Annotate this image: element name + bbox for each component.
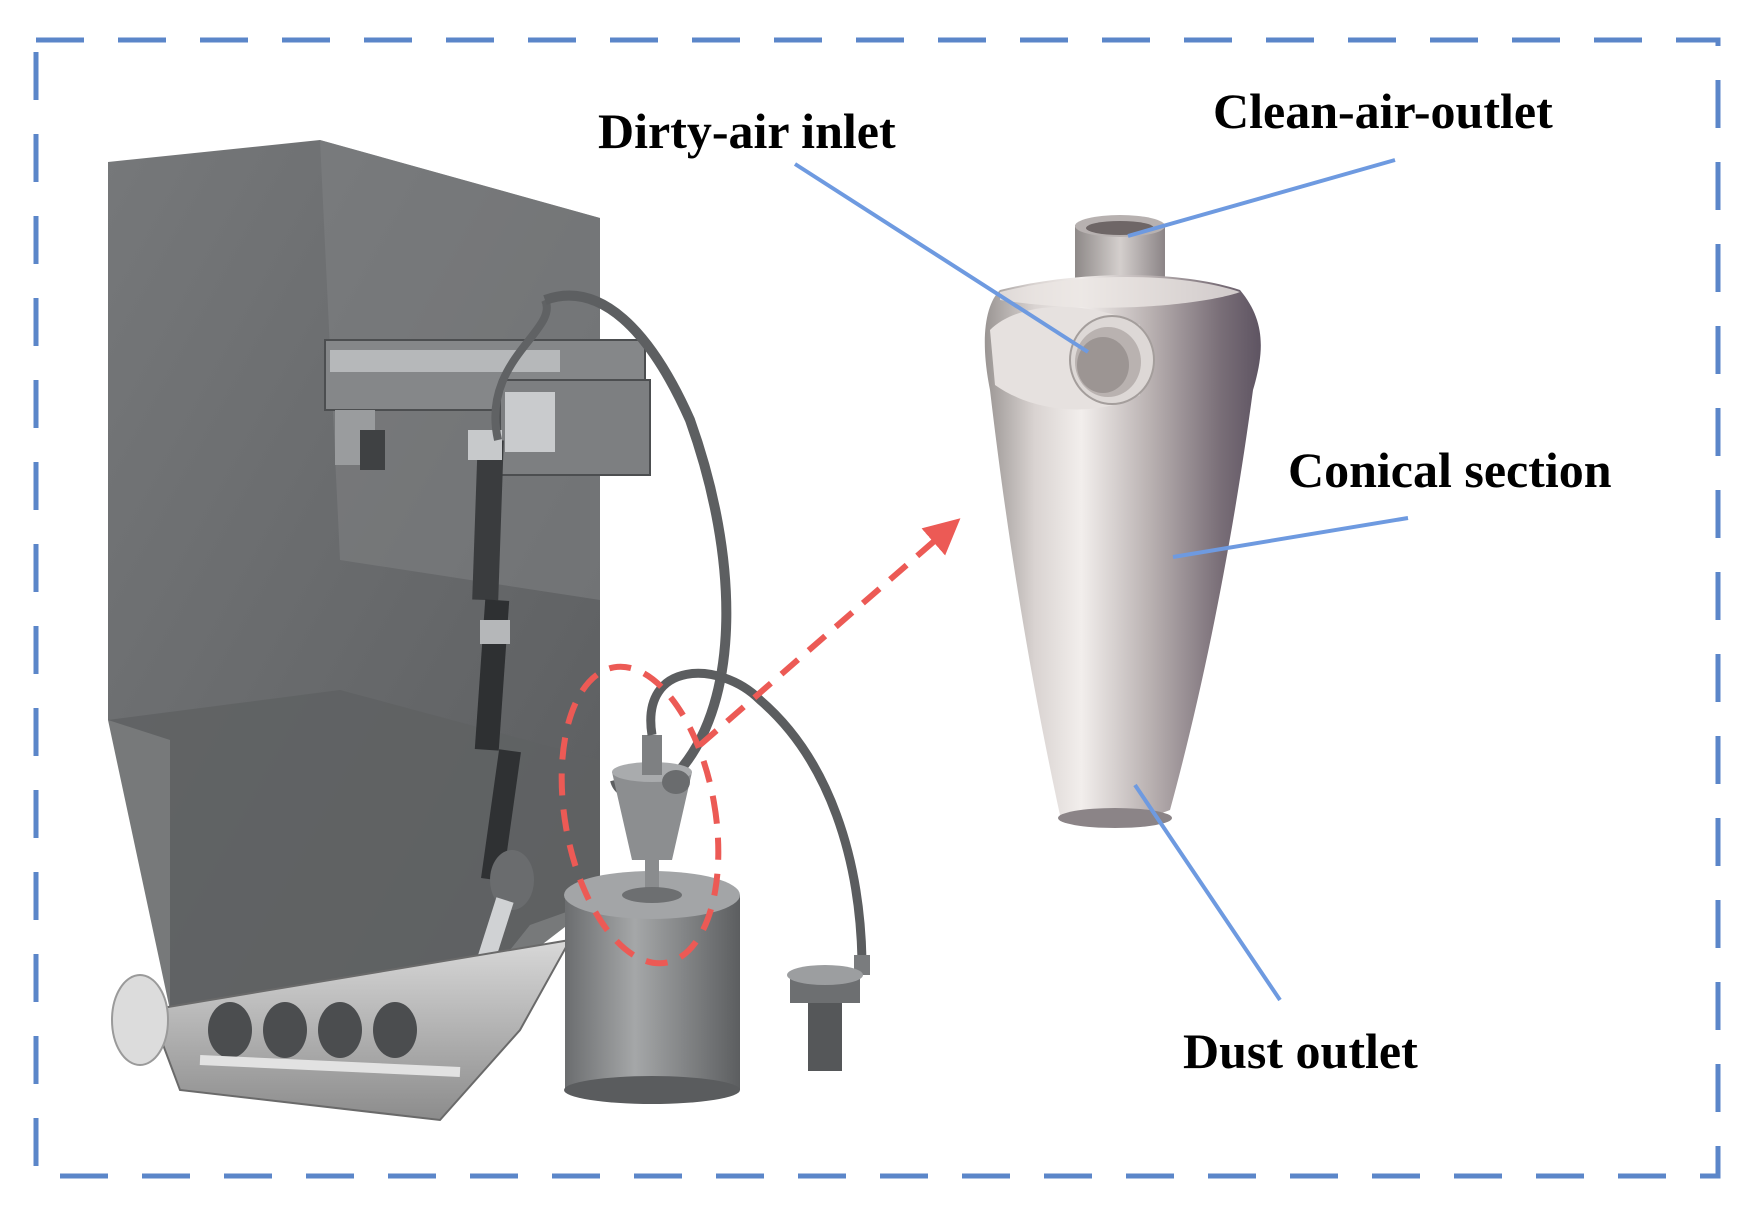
label-conical-section: Conical section bbox=[1288, 442, 1612, 498]
zoom-arrow bbox=[698, 518, 961, 748]
return-hose bbox=[646, 668, 867, 961]
dust-outlet-rim bbox=[1058, 808, 1172, 828]
arm-cable bbox=[491, 298, 551, 441]
leader-clean-air-outlet bbox=[1127, 158, 1396, 238]
label-dirty-air-inlet: Dirty-air inlet bbox=[598, 103, 896, 159]
cyclone-separator bbox=[984, 215, 1261, 828]
label-dust-outlet: Dust outlet bbox=[1183, 1023, 1418, 1079]
label-clean-air-outlet: Clean-air-outlet bbox=[1213, 83, 1553, 139]
hose-weight bbox=[787, 955, 870, 1071]
screw-conveyor bbox=[111, 938, 572, 1122]
dashed-frame bbox=[33, 37, 1721, 1179]
hopper-slope bbox=[108, 690, 600, 1010]
leader-dust-outlet bbox=[1133, 783, 1282, 1002]
rail-mechanism bbox=[324, 339, 651, 476]
conical-body bbox=[984, 275, 1261, 826]
highlight-ellipse bbox=[558, 663, 722, 967]
dirty-air-inlet-port bbox=[990, 306, 1155, 410]
leader-dirty-air-inlet bbox=[793, 162, 1090, 354]
dust-collector-machine bbox=[108, 140, 651, 1122]
small-cyclone-assembly bbox=[564, 735, 740, 1104]
leader-conical-section bbox=[1172, 516, 1409, 559]
